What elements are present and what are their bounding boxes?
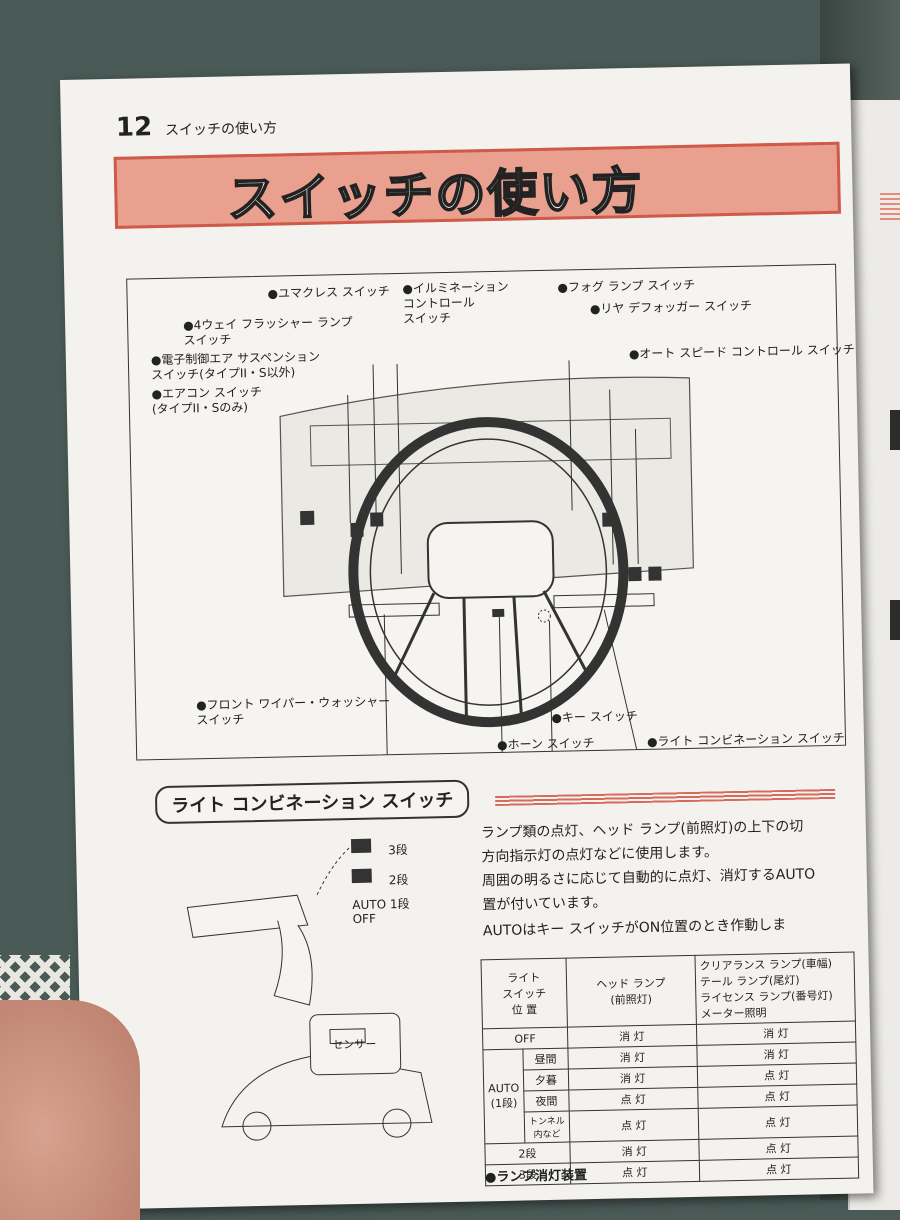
label-aircon: ●エアコン スイッチ (タイプII・Sのみ) xyxy=(151,384,263,417)
position-off: OFF xyxy=(352,911,377,927)
label-horn: ●ホーン スイッチ xyxy=(496,735,595,752)
label-fog: ●フォグ ランプ スイッチ xyxy=(557,277,696,295)
table-cell: 消 灯 xyxy=(567,1045,698,1070)
table-cell: 点 灯 xyxy=(569,1108,699,1143)
label-suspension: ●電子制御エア サスペンション スイッチ(タイプII・S以外) xyxy=(150,349,321,383)
label-key: ●キー スイッチ xyxy=(551,709,638,725)
position-2: 2段 xyxy=(388,872,409,888)
table-cell: 点 灯 xyxy=(699,1157,859,1182)
table-cell: 点 灯 xyxy=(570,1160,700,1185)
para-line-5: AUTOはキー スイッチがON位置のとき作動しま xyxy=(482,916,787,940)
page-number: 12 xyxy=(115,112,153,143)
table-header: クリアランス ランプ(車幅) テール ランプ(尾灯) ライセンス ランプ(番号灯… xyxy=(694,952,856,1025)
label-illumination: ●イルミネーション コントロール スイッチ xyxy=(402,279,509,326)
section-rule xyxy=(495,788,836,807)
section-title: ライト コンビネーション スイッチ xyxy=(154,779,470,825)
table-cell: 点 灯 xyxy=(697,1105,858,1140)
thumb xyxy=(0,1000,140,1220)
dashboard-diagram: ●ユマクレス スイッチ ●イルミネーション コントロール スイッチ ●フォグ ラ… xyxy=(126,263,855,761)
table-cell: トンネル 内など xyxy=(524,1111,570,1143)
table-cell: 夜間 xyxy=(523,1090,570,1113)
light-switch-table: ライト スイッチ 位 置 ヘッド ランプ (前照灯) クリアランス ランプ(車幅… xyxy=(481,952,859,1187)
table-cell: 点 灯 xyxy=(568,1087,698,1112)
position-3: 3段 xyxy=(388,842,408,858)
label-yumakures: ●ユマクレス スイッチ xyxy=(267,284,390,301)
table-cell: 消 灯 xyxy=(568,1066,698,1091)
running-head: スイッチの使い方 xyxy=(164,120,278,139)
table-cell: OFF xyxy=(482,1027,568,1050)
label-flasher: ●4ウェイ フラッシャー ランプ スイッチ xyxy=(183,314,353,348)
para-line-2: 方向指示灯の点灯などに使用します。 xyxy=(481,844,719,866)
para-line-1: ランプ類の点灯、ヘッド ランプ(前照灯)の上下の切 xyxy=(480,818,804,842)
table-header: ヘッド ランプ (前照灯) xyxy=(565,955,697,1028)
para-line-3: 周囲の明るさに応じて自動的に点灯、消灯するAUTO xyxy=(481,866,816,890)
table-cell: 昼間 xyxy=(522,1048,569,1071)
steering-wheel-illustration xyxy=(279,360,694,760)
page-title: スイッチの使い方 xyxy=(226,161,645,230)
table-cell: 夕暮 xyxy=(523,1069,569,1092)
table-header-row: ライト スイッチ 位 置 ヘッド ランプ (前照灯) クリアランス ランプ(車幅… xyxy=(481,952,856,1029)
para-line-4: 置が付いています。 xyxy=(482,894,607,914)
lever-illustration xyxy=(186,838,433,1141)
label-light-combo: ●ライト コンビネーション スイッチ xyxy=(646,730,845,749)
label-wiper: ●フロント ワイパー・ウォッシャー スイッチ xyxy=(195,694,391,728)
position-auto: AUTO 1段 xyxy=(352,896,410,913)
title-banner: スイッチの使い方 xyxy=(113,141,841,230)
table-cell: 消 灯 xyxy=(569,1139,700,1164)
manual-page: 12 スイッチの使い方 スイッチの使い方 xyxy=(60,63,874,1210)
table-cell: AUTO (1段) xyxy=(482,1049,525,1144)
table-cell: 2段 xyxy=(484,1142,571,1165)
footer-bullet: ●ランプ消灯装置 xyxy=(484,1168,588,1186)
table-header: ライト スイッチ 位 置 xyxy=(481,958,568,1029)
table-cell: 消 灯 xyxy=(567,1024,697,1049)
sensor-label: センサー xyxy=(332,1037,377,1052)
